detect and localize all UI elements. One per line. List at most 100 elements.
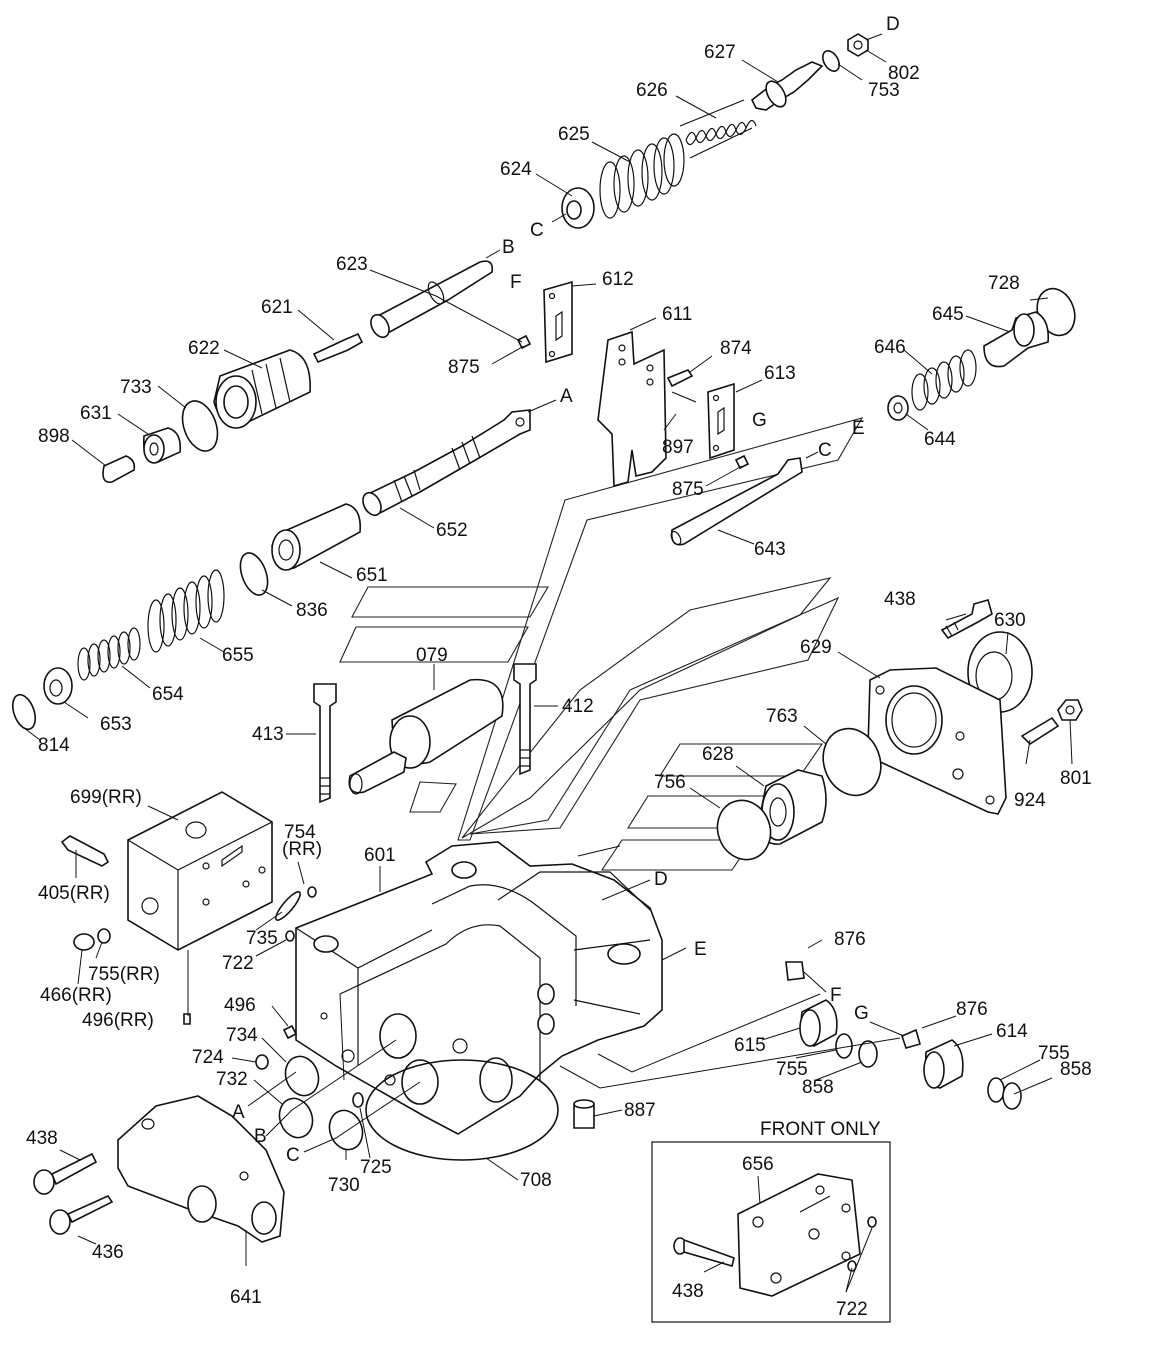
- callout-label: 722: [222, 953, 254, 974]
- spring-654: [77, 627, 141, 681]
- spring-646: [911, 349, 977, 411]
- bolt-438c: [673, 1237, 735, 1268]
- callout-label: 801: [1060, 768, 1092, 789]
- pin-496rr: [183, 1013, 191, 1025]
- plate-656: [737, 1173, 861, 1297]
- ring-858a: [858, 1040, 878, 1068]
- callout-label: 754: [284, 822, 316, 843]
- callout-label: 615: [734, 1035, 766, 1056]
- callout-label: 654: [152, 684, 184, 705]
- callout-label: 802: [888, 63, 920, 84]
- bolt-413: [313, 683, 337, 804]
- nut-802: [847, 33, 869, 57]
- spring-626: [679, 99, 757, 159]
- callout-label: 413: [252, 724, 284, 745]
- pin-875b: [734, 454, 750, 470]
- pin-876a: [785, 961, 805, 981]
- callout-label: 732: [216, 1069, 248, 1090]
- plate-612: [543, 280, 573, 364]
- pin-874: [666, 369, 694, 388]
- callout-label: 653: [100, 714, 132, 735]
- o-ring-735: [275, 891, 301, 921]
- callout-label: 611: [662, 304, 693, 325]
- callout-label: 622: [188, 338, 220, 359]
- callout-label: C: [818, 440, 832, 461]
- callout-label: E: [694, 939, 707, 960]
- pin-876b: [901, 1028, 921, 1049]
- callout-label: C: [530, 220, 544, 241]
- callout-label: 496(RR): [82, 1010, 154, 1031]
- callout-label: 755: [1038, 1043, 1070, 1064]
- callout-label: 728: [988, 273, 1020, 294]
- o-ring-730: [328, 1109, 364, 1151]
- callout-label: 079: [416, 645, 448, 666]
- spring-655: [147, 569, 225, 653]
- leader-lines: [23, 33, 1073, 1293]
- callout-label: 630: [994, 610, 1026, 631]
- adjust-screw-627: [750, 61, 824, 111]
- guide-zones: [339, 417, 864, 871]
- callout-label: 627: [704, 42, 736, 63]
- callout-label: 438: [672, 1281, 704, 1302]
- callout-label: (RR): [282, 839, 323, 860]
- sleeve-622: [213, 349, 311, 429]
- callout-label: 876: [834, 929, 866, 950]
- callout-label: 722: [836, 1299, 868, 1320]
- plug-615: [799, 999, 838, 1047]
- pin-887: [573, 1099, 595, 1129]
- callout-label: B: [254, 1126, 267, 1147]
- callout-label: F: [830, 985, 842, 1006]
- callout-label: 644: [924, 429, 956, 450]
- bolt-412: [513, 663, 537, 776]
- callout-label: 876: [956, 999, 988, 1020]
- o-ring-708: [365, 1059, 559, 1161]
- callout-label: F: [510, 272, 522, 293]
- callout-label: 656: [742, 1154, 774, 1175]
- callout-label: 631: [80, 403, 112, 424]
- callout-label: 897: [662, 437, 694, 458]
- callout-label: 438: [26, 1128, 58, 1149]
- callout-label: C: [286, 1145, 300, 1166]
- callout-label: 466(RR): [40, 985, 112, 1006]
- callout-label: 436: [92, 1242, 124, 1263]
- callout-label: 858: [802, 1077, 834, 1098]
- bolt-438a: [940, 599, 993, 640]
- o-ring-724: [255, 1054, 269, 1070]
- callout-label: A: [560, 386, 573, 407]
- callout-label: 875: [448, 357, 480, 378]
- callout-label: 626: [636, 80, 668, 101]
- callout-label: 708: [520, 1170, 552, 1191]
- bolt-436: [49, 1194, 114, 1235]
- plug-645: [983, 311, 1050, 368]
- o-ring-753: [822, 50, 840, 72]
- callout-label: 874: [720, 338, 752, 359]
- callout-label: 734: [226, 1025, 258, 1046]
- callout-label: 438: [884, 589, 916, 610]
- block-699: [127, 791, 273, 951]
- piston-079: [348, 678, 504, 795]
- callout-label: 755: [776, 1059, 808, 1080]
- callout-label: 628: [702, 744, 734, 765]
- callout-label: 614: [996, 1021, 1028, 1042]
- pin-496: [282, 1024, 298, 1040]
- callout-label: 651: [356, 565, 388, 586]
- callout-label: 735: [246, 928, 278, 949]
- callout-label: 641: [230, 1287, 262, 1308]
- spring-625: [599, 133, 685, 219]
- plug-631: [142, 427, 182, 464]
- o-ring-722a: [285, 930, 295, 942]
- o-ring-732: [278, 1097, 314, 1139]
- callout-label: 755(RR): [88, 964, 160, 985]
- callout-label: 898: [38, 426, 70, 447]
- lever-611: [597, 330, 667, 488]
- callout-label: 924: [1014, 790, 1046, 811]
- callout-label: 643: [754, 539, 786, 560]
- o-ring-754: [307, 886, 317, 898]
- callout-label: 623: [336, 254, 368, 275]
- callout-label: 753: [868, 80, 900, 101]
- bolt-405: [60, 835, 110, 867]
- callout-label: 496: [224, 995, 256, 1016]
- callout-label: A: [232, 1102, 245, 1123]
